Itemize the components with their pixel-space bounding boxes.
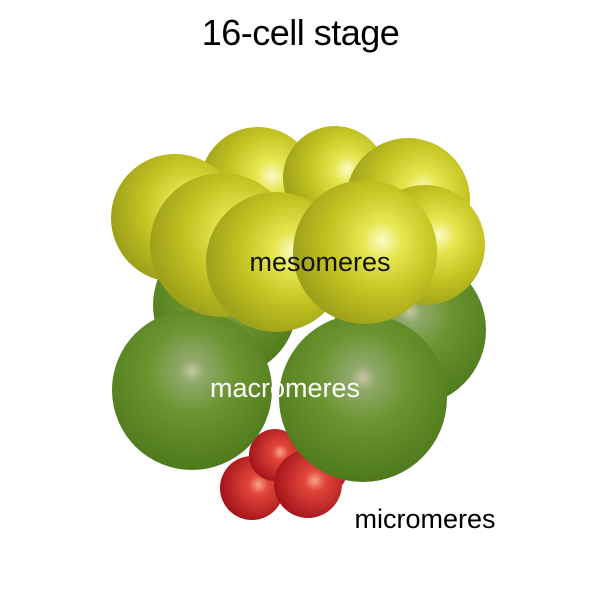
macromeres-label: macromeres: [210, 373, 360, 403]
mesomeres-label: mesomeres: [249, 247, 390, 277]
mesomere-cells: [111, 126, 485, 332]
diagram-title: 16-cell stage: [201, 12, 400, 53]
macromere-cell: [112, 310, 272, 470]
mesomere-cell: [293, 180, 437, 324]
micromeres-label: micromeres: [354, 504, 495, 534]
macromere-cell: [279, 314, 447, 482]
